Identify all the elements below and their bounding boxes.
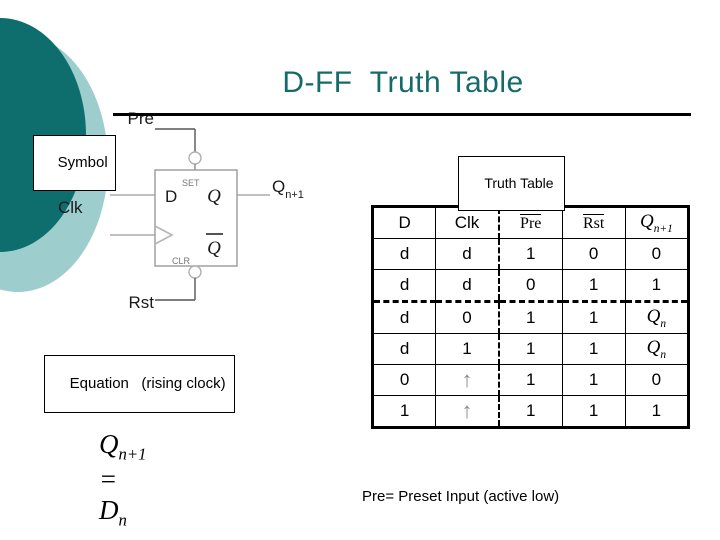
q-current-symbol: Qn <box>646 306 667 330</box>
table-cell: 0 <box>435 300 500 334</box>
equation-label-box: Equation (rising clock) <box>44 355 235 413</box>
q-bar-output-label: Q <box>207 238 221 259</box>
clk-input-label: Clk <box>58 198 83 217</box>
q-current-symbol: Qn <box>646 337 667 361</box>
overlined-signal-label: Pre <box>520 214 542 232</box>
table-cell: 1 <box>371 395 437 428</box>
table-header-cell: Rst <box>561 206 626 239</box>
truth-table-label-box: Truth Table <box>458 156 565 211</box>
table-cell: 1 <box>561 333 626 365</box>
table-cell: 1 <box>624 395 690 428</box>
table-cell: 0 <box>624 364 690 396</box>
equation-operator: = <box>99 464 118 495</box>
block-d-input-label: D <box>165 187 177 206</box>
clr-pin-label: CLR <box>172 256 191 266</box>
q-output-label: Q <box>207 186 221 207</box>
table-cell: 1 <box>497 333 563 365</box>
set-pin-label: SET <box>182 178 200 188</box>
table-cell: 1 <box>561 364 626 396</box>
equation-note-text: (rising clock) <box>141 375 226 392</box>
overlined-signal-label: Rst <box>582 214 605 232</box>
page-title: D-FF Truth Table <box>282 66 524 99</box>
equation-label-text: Equation <box>69 375 129 392</box>
table-cell: 1 <box>561 395 626 428</box>
equation-rhs: D <box>99 495 119 526</box>
table-cell: 1 <box>435 333 500 365</box>
table-cell: 1 <box>497 364 563 396</box>
reset-inversion-bubble-icon <box>188 265 202 279</box>
equation-rhs-subscript: n <box>118 510 127 530</box>
table-cell: d <box>371 238 437 270</box>
symbol-label-text: Symbol <box>57 154 108 171</box>
equation-lhs-subscript: n+1 <box>118 444 147 464</box>
table-cell: 1 <box>561 300 626 334</box>
equation-lhs: Q <box>99 429 119 459</box>
table-header-cell: Qn+1 <box>624 206 690 239</box>
table-cell: 0 <box>371 364 437 396</box>
truth-table-label-text: Truth Table <box>484 175 554 191</box>
legend-line-1: Pre= Preset Input (active low) <box>362 487 560 505</box>
q-next-symbol: Qn+1 <box>639 211 673 235</box>
reset-label: Rst <box>129 293 155 312</box>
clock-edge-triangle-icon <box>154 225 174 245</box>
rising-edge-arrow-icon: ↑ <box>461 366 473 392</box>
table-cell: d <box>435 238 500 270</box>
table-cell: 0 <box>561 238 626 270</box>
table-cell: 1 <box>497 238 563 270</box>
table-cell: ↑ <box>435 364 500 396</box>
flip-flop-body <box>154 169 238 267</box>
preset-label: Pre <box>128 112 154 128</box>
legend-notes: Pre= Preset Input (active low) Rst = Res… <box>362 443 559 540</box>
table-cell: 0 <box>497 269 563 303</box>
table-header-cell: Pre <box>497 206 563 239</box>
table-cell: Qn <box>624 333 690 365</box>
symbol-label-box: Symbol <box>33 135 116 191</box>
title-underline-rule <box>113 113 691 116</box>
table-cell: 1 <box>561 269 626 303</box>
table-cell: 1 <box>624 269 690 303</box>
table-header-cell: D <box>371 206 437 239</box>
preset-inversion-bubble-icon <box>188 151 202 165</box>
table-cell: 1 <box>497 395 563 428</box>
equation-formula: Qn+1 = Dn <box>72 398 147 540</box>
table-cell: d <box>435 269 500 303</box>
table-header-cell: Clk <box>435 206 500 239</box>
table-cell: d <box>371 269 437 303</box>
table-cell: 1 <box>497 300 563 334</box>
output-q-label: Qn+1 <box>272 177 304 201</box>
table-cell: d <box>371 333 437 365</box>
rising-edge-arrow-icon: ↑ <box>461 397 473 423</box>
table-cell: d <box>371 300 437 334</box>
table-cell: ↑ <box>435 395 500 428</box>
table-cell: Qn <box>624 300 690 334</box>
d-flip-flop-symbol-diagram: Pre Rst D SET CLR Q Q Qn+1 <box>110 112 304 312</box>
table-cell: 0 <box>624 238 690 270</box>
